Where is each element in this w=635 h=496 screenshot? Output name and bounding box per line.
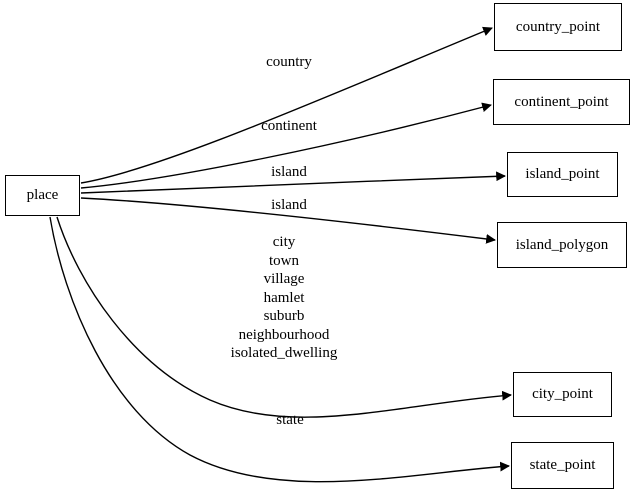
edge-label-city_point: city town village hamlet suburb neighbou… — [230, 234, 338, 361]
target-node-city_point[interactable]: city_point — [513, 372, 612, 417]
edge-label-island_point: island — [271, 164, 307, 180]
edge-label-country_point: country — [266, 54, 312, 70]
edge-label-continent_point: continent — [261, 118, 317, 134]
target-node-country_point[interactable]: country_point — [494, 3, 622, 51]
edge-place-to-island_polygon — [80, 197, 496, 244]
target-node-island_point[interactable]: island_point — [507, 152, 618, 197]
node-label: island_polygon — [515, 236, 609, 253]
target-node-island_polygon[interactable]: island_polygon — [497, 222, 627, 268]
edge-place-to-state_point — [49, 216, 510, 483]
edge-place-to-city_point — [56, 216, 512, 418]
node-label: state_point — [529, 457, 596, 473]
edge-label-state_point: state — [276, 412, 304, 428]
target-node-state_point[interactable]: state_point — [511, 442, 614, 489]
target-node-continent_point[interactable]: continent_point — [493, 79, 630, 125]
node-label: country_point — [515, 18, 601, 35]
edge-place-to-island_point — [80, 171, 506, 194]
edge-label-island_polygon: island — [271, 197, 307, 213]
node-label: city_point — [532, 386, 593, 402]
edge-place-to-continent_point — [80, 102, 492, 189]
source-node-place[interactable]: place — [5, 175, 80, 216]
node-label: place — [26, 187, 59, 203]
node-label: island_point — [525, 166, 600, 182]
node-label: continent_point — [514, 93, 609, 110]
edge-place-to-country_point — [80, 26, 493, 184]
